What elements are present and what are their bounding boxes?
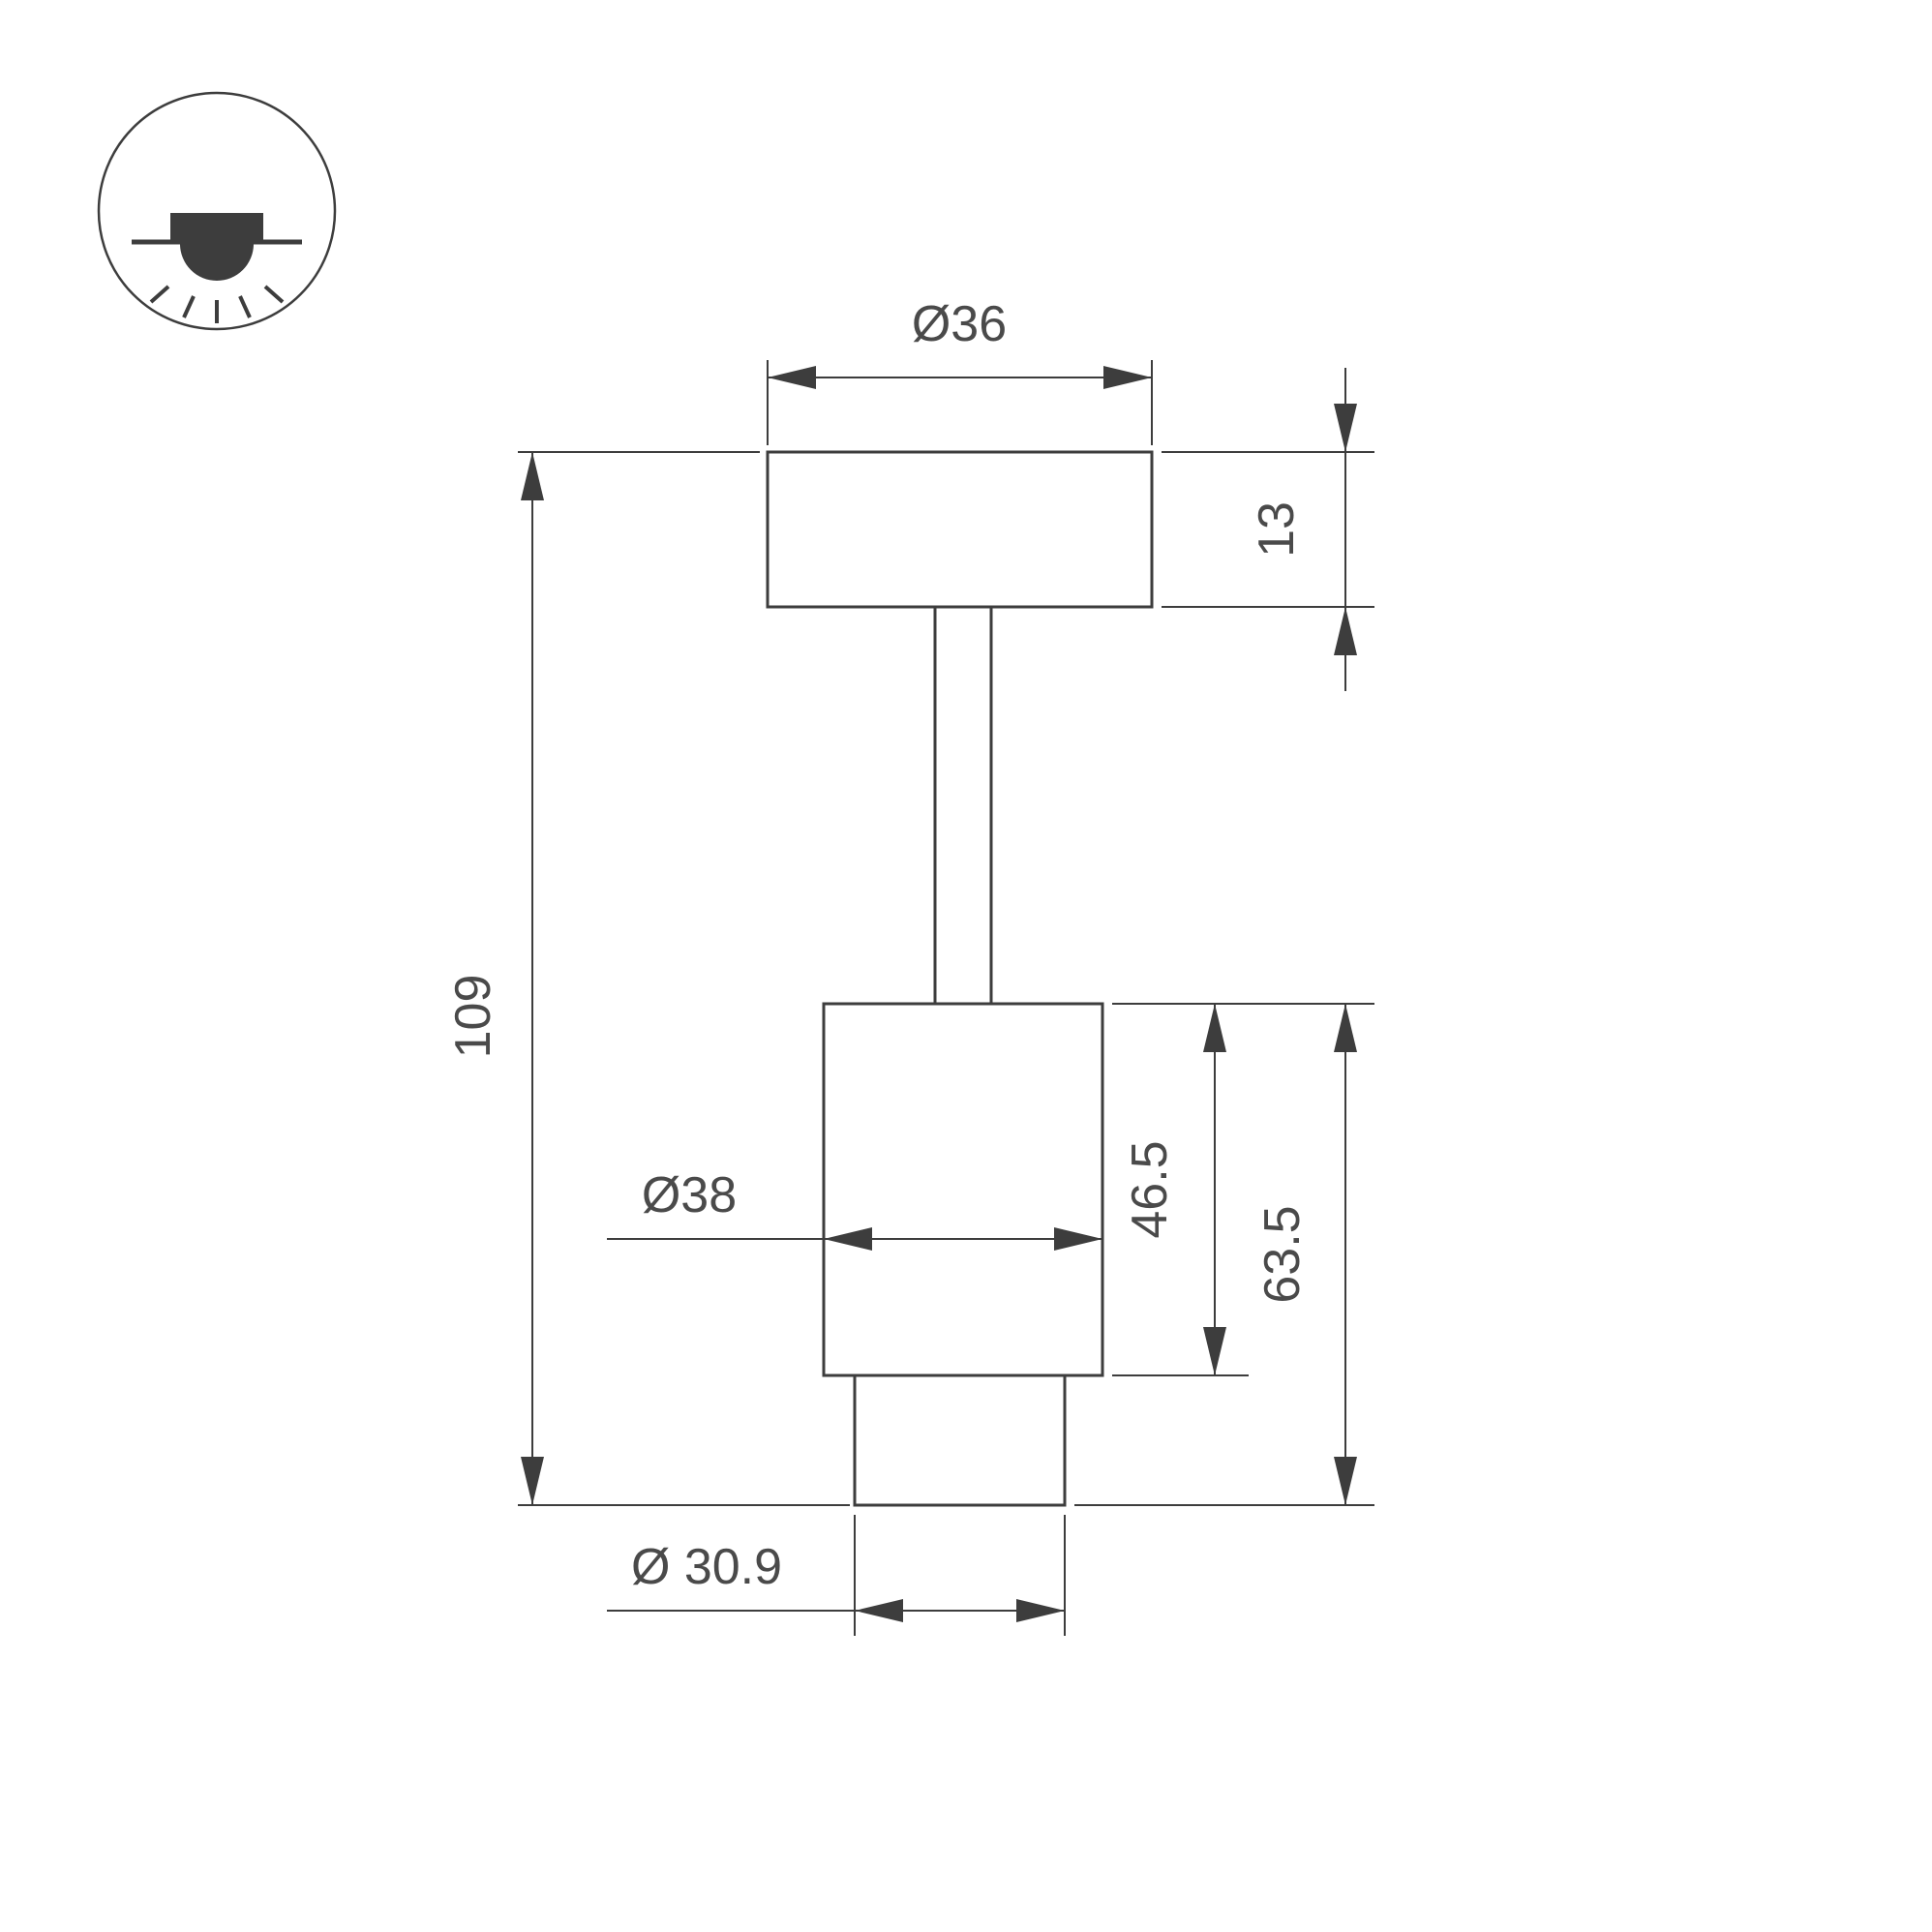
dimension-lower-section-height: 63.5 xyxy=(1074,1004,1374,1506)
icon-housing xyxy=(170,213,263,240)
icon-lamp-dome xyxy=(180,244,254,281)
dim-label-bottom-diameter: Ø 30.9 xyxy=(631,1539,782,1595)
dimension-body-diameter: Ø38 xyxy=(607,1167,1102,1251)
dimension-top-diameter: Ø36 xyxy=(767,296,1153,445)
spot-body xyxy=(822,1002,1104,1377)
dim-label-plate-height: 13 xyxy=(1249,501,1305,558)
dimension-body-height: 46.5 xyxy=(1112,1003,1374,1376)
dim-label-body-diameter: Ø38 xyxy=(642,1167,737,1223)
dim-label-top-diameter: Ø36 xyxy=(912,296,1007,352)
icon-circle xyxy=(97,91,337,331)
icon-light-rays xyxy=(149,285,285,323)
dimension-total-height: 109 xyxy=(445,451,850,1506)
dim-label-lower-section-height: 63.5 xyxy=(1254,1205,1311,1303)
dim-label-total-height: 109 xyxy=(445,975,501,1059)
dim-label-body-height: 46.5 xyxy=(1122,1140,1178,1238)
stem xyxy=(933,605,993,1006)
bottom-trim xyxy=(853,1374,1067,1507)
dimension-bottom-diameter: Ø 30.9 xyxy=(607,1515,1066,1636)
luminaire-outline xyxy=(766,450,1154,1507)
recessed-downlight-icon xyxy=(97,91,337,331)
dimension-plate-height: 13 xyxy=(1162,368,1374,691)
ceiling-plate xyxy=(766,450,1154,609)
